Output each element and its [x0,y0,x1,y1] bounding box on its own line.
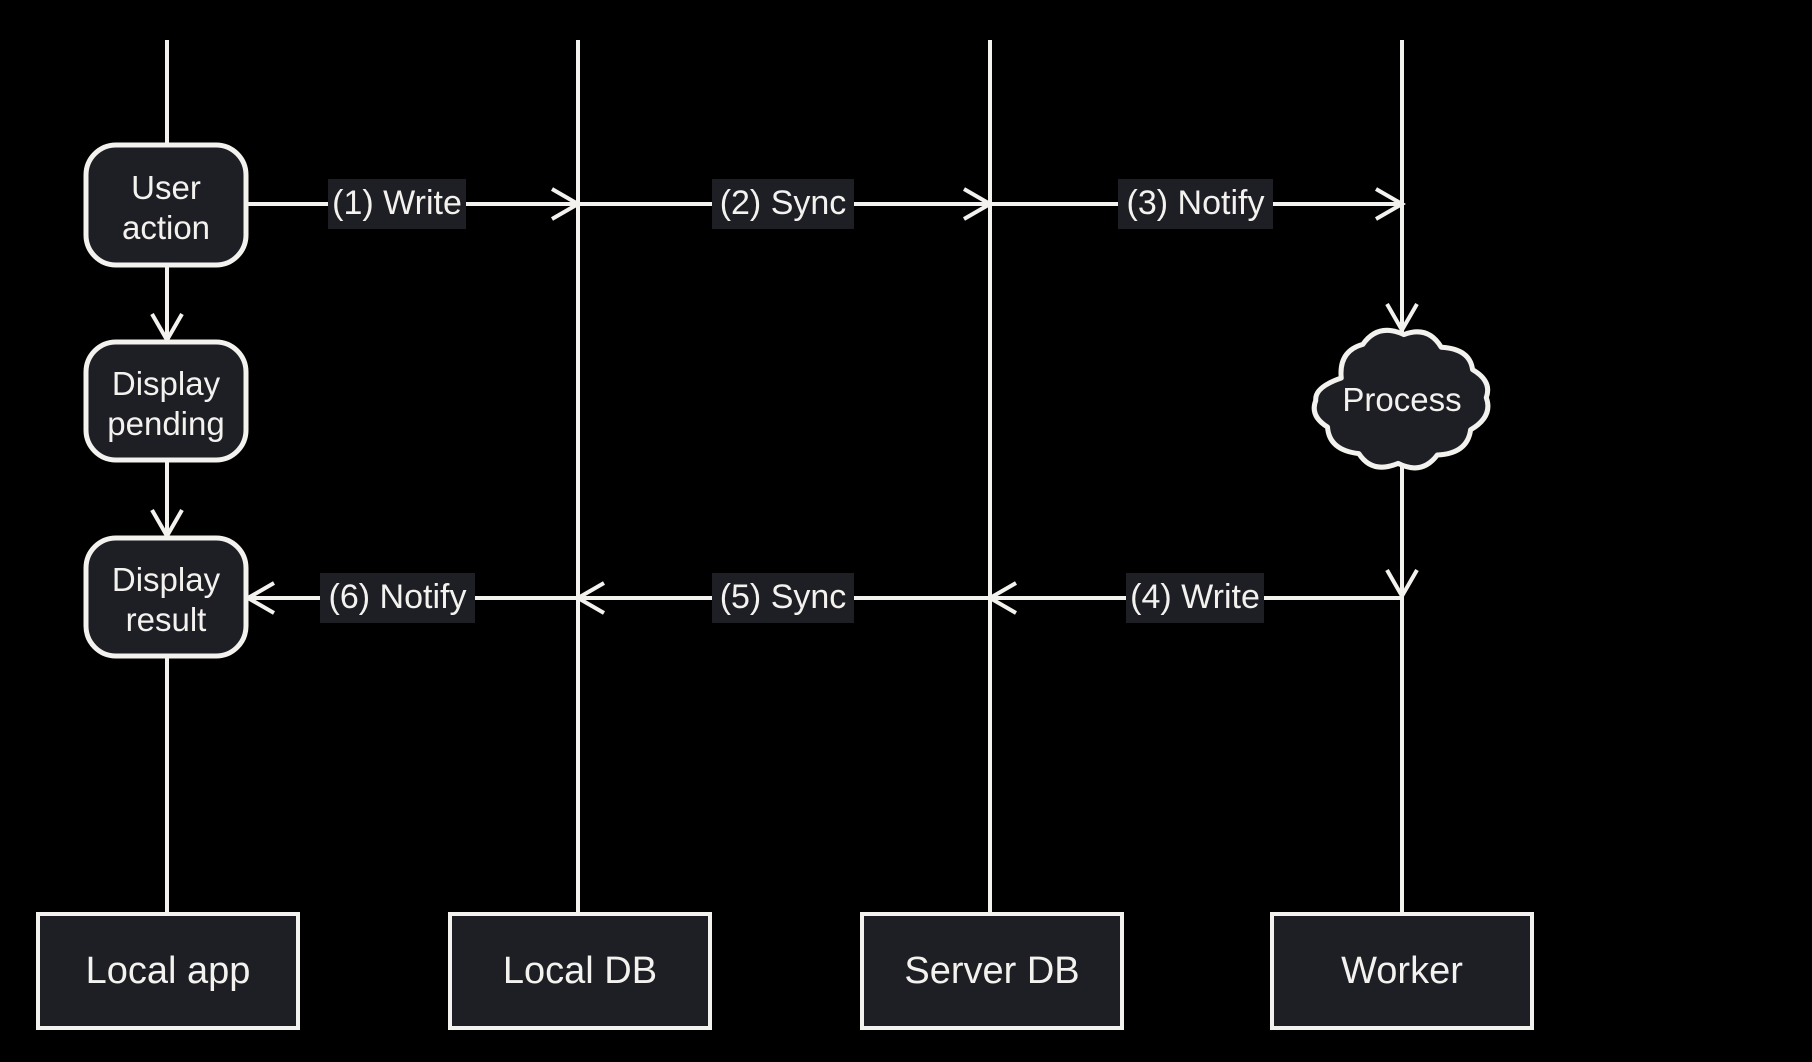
message-label-box-msg-4[interactable] [1126,573,1264,623]
participants-layer: Local app Local DB Server DB Worker [36,912,1534,1030]
message-label-text-msg-2: (2) Sync [720,184,847,222]
participant-label-worker: Worker [1341,950,1463,992]
flow-flow-worker-to-process [1385,204,1419,335]
participant-server-db[interactable]: Server DB [860,912,1124,1030]
node-label-line1: User [131,169,201,206]
participant-worker[interactable]: Worker [1270,912,1534,1030]
participant-label-local-db: Local DB [503,950,657,992]
flow-flow-pending-to-result [150,460,184,541]
lifelines-layer [165,40,1404,918]
message-label-text-msg-6: (6) Notify [329,578,467,616]
node-label-line2: pending [107,405,224,442]
node-label-line1: Process [1342,381,1461,418]
cloud-shape-process[interactable] [1311,327,1491,471]
flow-flow-user-to-pending [150,265,184,345]
node-label-line1: Display [112,365,221,402]
message-label-msg-4[interactable]: (4) Write [1126,573,1264,623]
node-shape-display-pending[interactable] [83,339,249,463]
participant-local-db[interactable]: Local DB [448,912,712,1030]
message-label-msg-1[interactable]: (1) Write [328,179,466,229]
node-shape-display-result[interactable] [83,535,249,659]
message-label-msg-2[interactable]: (2) Sync [712,179,854,229]
participant-box-local-app[interactable] [36,912,300,1030]
messages-layer [243,187,1407,615]
message-label-msg-6[interactable]: (6) Notify [320,573,475,623]
node-shape-user-action[interactable] [83,142,249,268]
node-label-line1: Display [112,561,221,598]
node-label-line2: action [122,209,210,246]
participant-box-worker[interactable] [1270,912,1534,1030]
node-label-line2: result [126,601,207,638]
flow-flow-process-to-write [1385,468,1419,601]
vertical-flows-layer [150,204,1419,601]
participant-label-server-db: Server DB [904,950,1079,992]
message-labels-layer: (1) Write (2) Sync (3) Notify (4) Write (5) … [320,179,1273,623]
message-label-box-msg-5[interactable] [712,573,854,623]
message-label-box-msg-1[interactable] [328,179,466,229]
arrowhead-flow-process-to-write [1385,569,1419,601]
message-label-msg-3[interactable]: (3) Notify [1118,179,1273,229]
message-label-box-msg-6[interactable] [320,573,475,623]
message-label-text-msg-1: (1) Write [332,184,462,222]
node-process[interactable]: Process [1311,327,1491,471]
message-label-text-msg-4: (4) Write [1130,578,1260,616]
participant-box-server-db[interactable] [860,912,1124,1030]
message-label-box-msg-2[interactable] [712,179,854,229]
message-label-text-msg-5: (5) Sync [720,578,847,616]
message-label-box-msg-3[interactable] [1118,179,1273,229]
message-label-msg-5[interactable]: (5) Sync [712,573,854,623]
node-label-process: Process [1342,381,1461,418]
arrowhead-flow-worker-to-process [1385,303,1419,335]
message-label-text-msg-3: (3) Notify [1127,184,1265,222]
participant-label-local-app: Local app [86,950,251,992]
participant-local-app[interactable]: Local app [36,912,300,1030]
participant-box-local-db[interactable] [448,912,712,1030]
